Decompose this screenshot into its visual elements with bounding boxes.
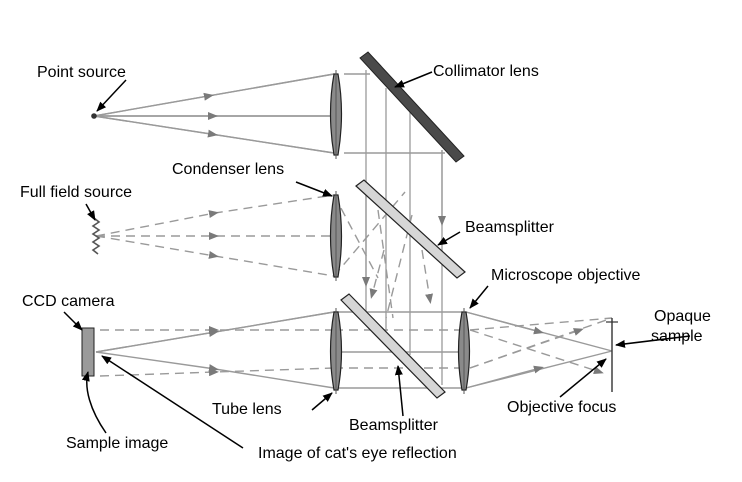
label-full-field-source: Full field source [20, 184, 132, 201]
dark-mirror [359, 51, 465, 163]
label-sample-image: Sample image [66, 435, 168, 452]
lower-beamsplitter [340, 293, 446, 399]
point-source-dot [91, 113, 97, 119]
label-tube-lens: Tube lens [212, 401, 282, 418]
label-ccd-camera: CCD camera [22, 293, 115, 310]
full-field-rays [95, 191, 434, 319]
label-objective-focus: Objective focus [507, 399, 616, 416]
label-opaque-sample-2: sample [651, 328, 703, 345]
label-pointers [63, 71, 691, 449]
label-condenser-lens: Condenser lens [172, 161, 284, 178]
imaging-rays-dashed [99, 317, 613, 377]
ccd-camera-sensor [81, 327, 95, 377]
label-opaque-sample-1: Opaque [654, 308, 711, 325]
label-beamsplitter-lower: Beamsplitter [349, 417, 439, 434]
upper-beamsplitter [355, 179, 466, 279]
label-beamsplitter-upper: Beamsplitter [465, 219, 555, 236]
point-source-rays [93, 73, 445, 154]
imaging-rays-solid [95, 311, 613, 389]
label-cats-eye-image: Image of cat's eye reflection [258, 445, 457, 462]
label-microscope-objective: Microscope objective [491, 267, 641, 284]
label-point-source: Point source [37, 64, 126, 81]
label-collimator-lens: Collimator lens [433, 63, 539, 80]
full-field-source-icon [91, 217, 101, 255]
